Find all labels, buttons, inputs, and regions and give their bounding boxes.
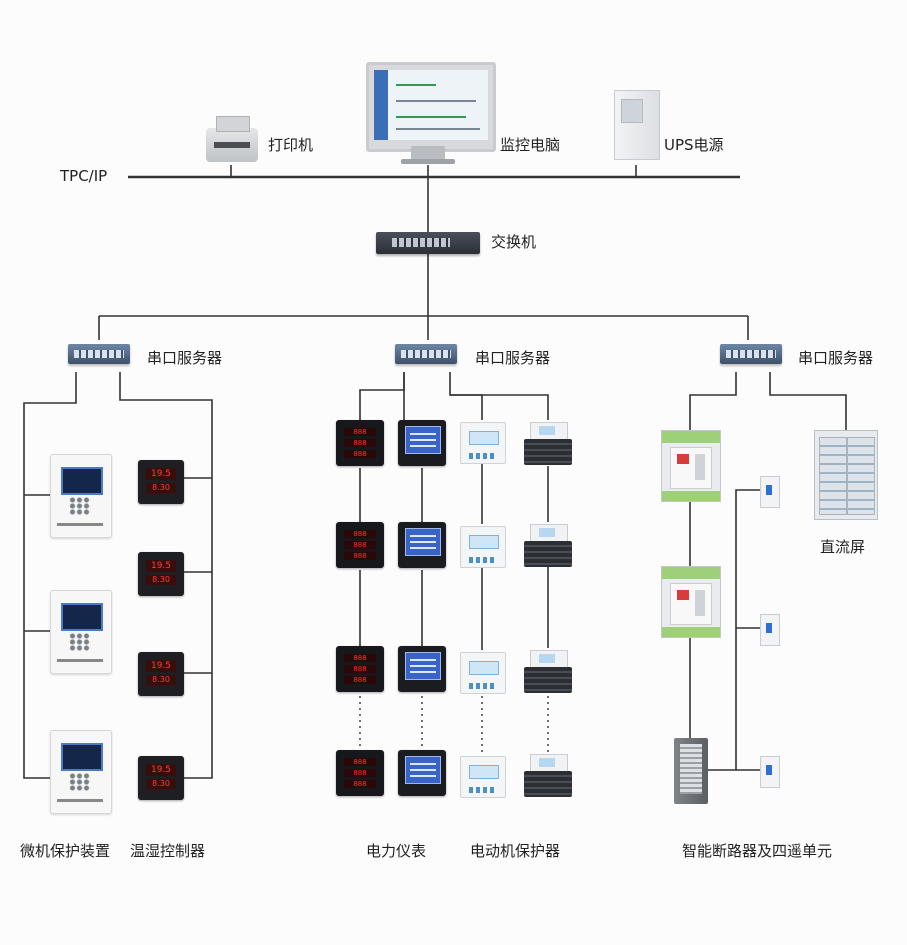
- tcu-readout-bottom: 8.30: [146, 779, 176, 789]
- ups-label: UPS电源: [664, 136, 724, 154]
- dc-panel-label: 直流屏: [820, 538, 866, 556]
- temperature-controller-icon: 19.5 8.30: [138, 652, 184, 696]
- power-meter-label: 电力仪表: [366, 842, 427, 860]
- switch-icon: [376, 232, 480, 254]
- temperature-controller-icon: 19.5 8.30: [138, 460, 184, 504]
- breaker-icon: [661, 430, 721, 502]
- tcu-readout-bottom: 8.30: [146, 575, 176, 585]
- monitor-label: 监控电脑: [500, 136, 561, 154]
- serial-server-icon: [395, 344, 457, 364]
- motor-protector-icon: [524, 650, 574, 694]
- tcu-readout-top: 19.5: [146, 764, 176, 776]
- tcu-readout-bottom: 8.30: [146, 675, 176, 685]
- switch-label: 交换机: [491, 233, 537, 251]
- serial-server-label-1: 串口服务器: [147, 349, 223, 367]
- printer-icon: [206, 116, 258, 162]
- relay-icon: [50, 730, 112, 814]
- serial-server-label-2: 串口服务器: [475, 349, 551, 367]
- serial-server-icon: [68, 344, 130, 364]
- temp-humidity-label: 温湿控制器: [130, 842, 206, 860]
- motor-protector-label: 电动机保护器: [470, 842, 561, 860]
- serial-server-icon: [720, 344, 782, 364]
- network-label: TPC/IP: [60, 167, 108, 185]
- power-meter-icon: [398, 420, 446, 466]
- mcb-icon: [760, 476, 780, 508]
- power-meter-icon: [398, 646, 446, 692]
- tcu-readout-top: 19.5: [146, 660, 176, 672]
- tcu-readout-top: 19.5: [146, 468, 176, 480]
- temperature-controller-icon: 19.5 8.30: [138, 756, 184, 800]
- relay-protection-label: 微机保护装置: [20, 842, 111, 860]
- serial-server-label-3: 串口服务器: [798, 349, 874, 367]
- tcu-readout-bottom: 8.30: [146, 483, 176, 493]
- monitor-icon: [366, 62, 496, 152]
- dc-panel-icon: [814, 430, 878, 520]
- power-meter-icon: [460, 652, 506, 694]
- breaker-icon: [661, 566, 721, 638]
- monitor-stand: [411, 146, 445, 160]
- rmu-icon: [674, 738, 708, 804]
- monitor-base: [401, 159, 455, 164]
- relay-icon: [50, 454, 112, 538]
- mcb-icon: [760, 756, 780, 788]
- mcb-icon: [760, 614, 780, 646]
- power-meter-icon: [460, 756, 506, 798]
- relay-icon: [50, 590, 112, 674]
- motor-protector-icon: [524, 422, 574, 466]
- power-meter-icon: [460, 422, 506, 464]
- power-meter-icon: [460, 526, 506, 568]
- motor-protector-icon: [524, 524, 574, 568]
- ups-icon: [614, 90, 660, 160]
- temperature-controller-icon: 19.5 8.30: [138, 552, 184, 596]
- motor-protector-icon: [524, 754, 574, 798]
- tcu-readout-top: 19.5: [146, 560, 176, 572]
- power-meter-icon: [398, 522, 446, 568]
- power-meter-icon: [398, 750, 446, 796]
- smart-breaker-label: 智能断路器及四遥单元: [682, 842, 833, 860]
- printer-label: 打印机: [268, 136, 314, 154]
